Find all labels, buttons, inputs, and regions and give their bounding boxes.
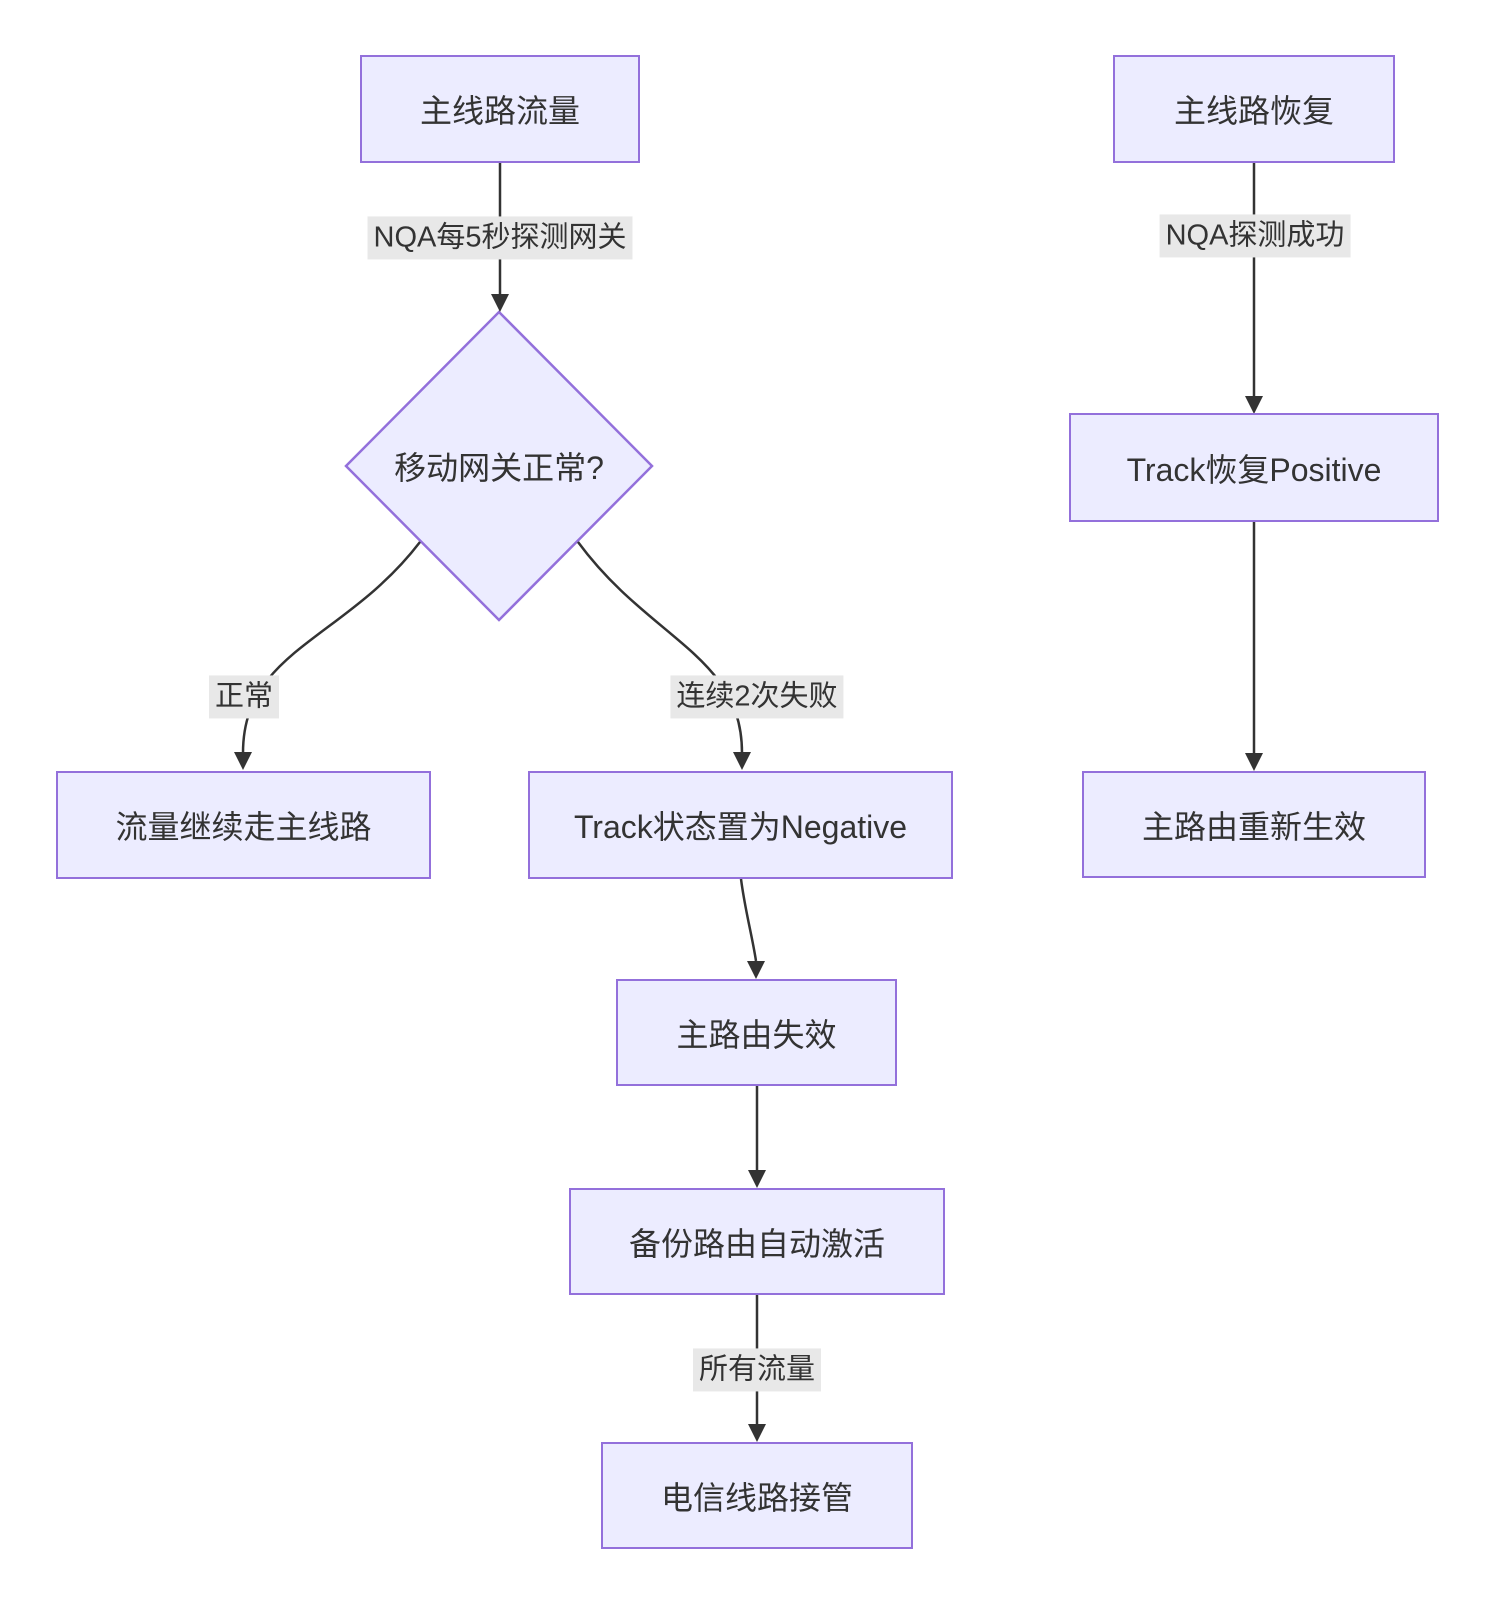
node-main-recover: 主线路恢复: [1113, 55, 1395, 163]
node-backup-active-label: 备份路由自动激活: [628, 1225, 885, 1262]
node-main-recover-label: 主线路恢复: [1173, 93, 1334, 129]
edge-track-negative-to-route-fail: [739, 878, 758, 962]
node-stay-main: 流量继续走主线路: [56, 771, 431, 879]
node-telecom-takeover: 电信线路接管: [601, 1442, 913, 1549]
edge-label-fail-twice: 连续2次失败: [670, 675, 844, 719]
node-backup-active: 备份路由自动激活: [569, 1188, 945, 1295]
edge-label-all-traffic: 所有流量: [692, 1348, 822, 1392]
edge-decision-to-stay-main: [241, 541, 421, 754]
edge-label-normal: 正常: [208, 675, 280, 719]
arrowhead-route-fail: [747, 961, 765, 979]
arrowhead-track-positive: [1245, 396, 1263, 414]
node-telecom-takeover-label: 电信线路接管: [660, 1479, 853, 1516]
arrowhead-telecom: [748, 1424, 766, 1442]
node-main-route-fail: 主路由失效: [616, 979, 897, 1086]
node-stay-main-label: 流量继续走主线路: [115, 809, 372, 845]
edge-label-nqa-probe: NQA每5秒探测网关: [367, 216, 633, 260]
decision-diamond-shape: [344, 310, 654, 622]
node-track-negative-label: Track状态置为Negative: [573, 809, 908, 845]
arrowhead-track-negative: [733, 752, 751, 770]
arrowhead-stay-main: [234, 752, 252, 770]
edge-decision-to-track-negative: [576, 541, 744, 754]
node-track-positive-label: Track恢复Positive: [1126, 451, 1382, 488]
node-main-route-fail-label: 主路由失效: [676, 1016, 837, 1053]
arrowhead-route-restore: [1245, 753, 1263, 771]
arrowhead-backup: [748, 1170, 766, 1188]
node-main-traffic: 主线路流量: [360, 55, 640, 163]
node-main-traffic-label: 主线路流量: [419, 93, 580, 129]
node-track-negative: Track状态置为Negative: [528, 771, 953, 879]
node-gateway-check-label: 移动网关正常?: [394, 450, 604, 486]
node-main-route-restore-label: 主路由重新生效: [1141, 808, 1366, 845]
node-track-positive: Track恢复Positive: [1069, 413, 1439, 522]
node-main-route-restore: 主路由重新生效: [1082, 771, 1426, 878]
arrowhead-decision: [491, 294, 509, 312]
edge-label-nqa-success: NQA探测成功: [1159, 214, 1351, 258]
